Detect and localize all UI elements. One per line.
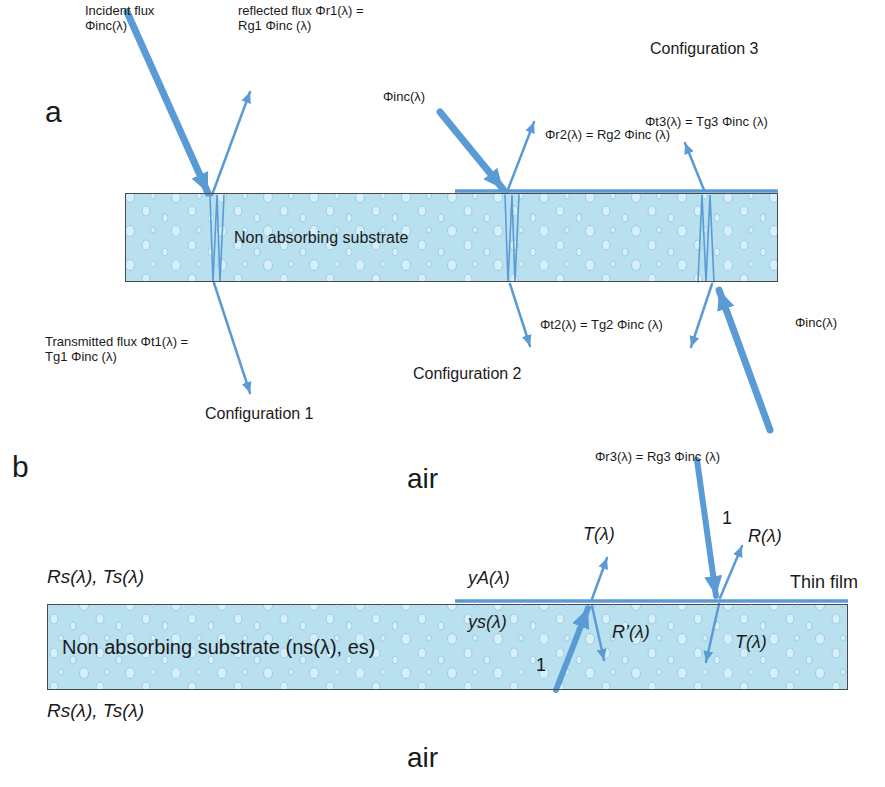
reflected-ray <box>691 284 712 347</box>
reflected-ray <box>720 546 742 598</box>
flux-label: yA(λ) <box>468 568 510 589</box>
flux-label: reflected flux Φr1(λ) = Rg1 Φinc (λ) <box>238 4 388 34</box>
configuration-label: Configuration 3 <box>650 40 759 58</box>
substrate-label: Non absorbing substrate <box>234 229 408 247</box>
substrate-fill <box>47 604 848 690</box>
transmitted-ray <box>510 284 530 346</box>
flux-label: Φr2(λ) = Rg2 Φinc (λ) <box>545 128 670 143</box>
flux-label: ys(λ) <box>468 612 507 633</box>
configuration-label: Configuration 1 <box>205 405 314 423</box>
flux-label: Φinc(λ) <box>383 90 425 105</box>
incident-ray <box>697 460 716 596</box>
reflected-ray <box>212 92 250 195</box>
reflected-ray <box>592 606 604 660</box>
panel-label: air <box>407 742 438 774</box>
transmitted-ray <box>685 143 704 190</box>
flux-label: Rs(λ), Ts(λ) <box>47 700 144 722</box>
transmitted-ray <box>592 558 607 599</box>
transmitted-ray <box>706 604 719 662</box>
flux-label: Incident flux Φinc(λ) <box>85 4 185 34</box>
incident-ray <box>556 608 588 690</box>
panel-label: air <box>407 463 438 495</box>
panel-label: a <box>45 95 62 130</box>
flux-label: 1 <box>722 508 732 529</box>
panel-label: b <box>12 450 29 485</box>
flux-label: Rs(λ), Ts(λ) <box>47 566 144 588</box>
flux-label: Φinc(λ) <box>795 316 837 331</box>
reflected-ray <box>507 122 534 192</box>
flux-label: Transmitted flux Φt1(λ) = Tg1 Φinc (λ) <box>45 335 195 365</box>
incident-ray <box>440 112 503 189</box>
substrate-label: Non absorbing substrate (ns(λ), es) <box>62 636 375 659</box>
substrate-box: Non absorbing substrate <box>125 193 778 282</box>
internal-rays <box>698 195 714 282</box>
flux-label: Φt2(λ) = Tg2 Φinc (λ) <box>540 318 663 333</box>
flux-label: Φr3(λ) = Rg3 Φinc (λ) <box>595 450 720 465</box>
flux-label: Thin film <box>790 572 858 593</box>
transmitted-ray <box>214 283 250 393</box>
configuration-label: Configuration 2 <box>413 365 522 383</box>
internal-rays <box>210 195 224 282</box>
internal-rays <box>505 195 519 282</box>
flux-label: T(λ) <box>583 524 615 545</box>
flux-label: 1 <box>536 655 546 676</box>
flux-label: T(λ) <box>735 632 767 653</box>
incident-ray <box>127 12 208 193</box>
incident-ray <box>719 290 770 430</box>
thin-film <box>455 599 848 603</box>
flux-label: R’(λ) <box>612 622 650 643</box>
flux-label: R(λ) <box>748 526 782 547</box>
flux-label: Φt3(λ) = Tg3 Φinc (λ) <box>645 115 768 130</box>
substrate-box: Non absorbing substrate (ns(λ), es) <box>47 604 848 690</box>
substrate-fill <box>125 193 778 282</box>
